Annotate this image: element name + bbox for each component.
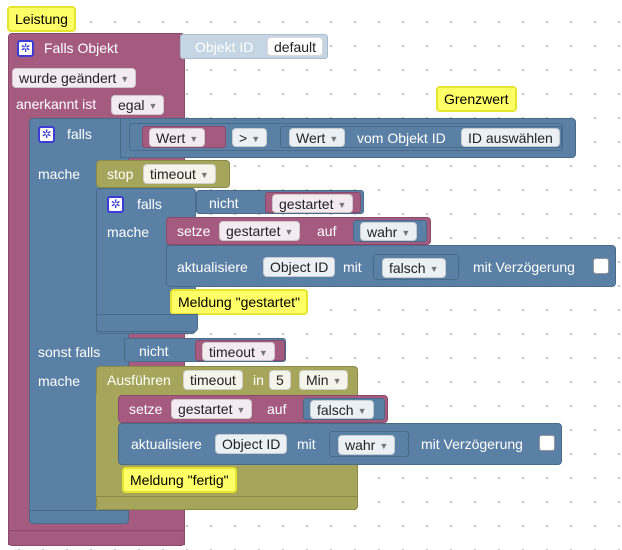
set-label: setze bbox=[177, 223, 211, 239]
run-bool-falsch-block[interactable]: falsch▼ bbox=[303, 398, 385, 420]
chevron-down-icon: ▼ bbox=[120, 74, 130, 84]
run-value-input[interactable]: 5 bbox=[269, 370, 291, 390]
chevron-down-icon: ▼ bbox=[401, 228, 411, 238]
select-id-button[interactable]: ID auswählen bbox=[461, 128, 560, 147]
inner-mache-label: mache bbox=[107, 224, 150, 240]
comment-leistung[interactable]: Leistung bbox=[7, 6, 76, 32]
run-in-label: in bbox=[253, 372, 264, 388]
run-update-block[interactable]: aktualisiere Object ID mit wahr▼ mit Ver… bbox=[118, 423, 562, 465]
chevron-down-icon: ▼ bbox=[284, 227, 294, 237]
wert-dropdown[interactable]: Wert▼ bbox=[289, 128, 346, 147]
compare-block[interactable]: Wert▼ >▼ Wert▼ vom Objekt ID ID auswähle… bbox=[129, 123, 563, 151]
set-var-dropdown[interactable]: gestartet▼ bbox=[219, 221, 301, 241]
update-label: aktualisiere bbox=[177, 259, 248, 275]
else-not-block[interactable]: nicht timeout▼ bbox=[124, 338, 286, 362]
update-block[interactable]: aktualisiere Object ID mit falsch▼ mit V… bbox=[166, 245, 616, 287]
run-bool-wahr-dropdown[interactable]: wahr▼ bbox=[338, 435, 396, 455]
chevron-down-icon: ▼ bbox=[258, 348, 268, 358]
run-set-label: setze bbox=[129, 401, 163, 417]
else-var-block[interactable]: timeout▼ bbox=[195, 340, 285, 361]
run-update-object-button[interactable]: Object ID bbox=[215, 434, 288, 454]
changed-dropdown[interactable]: wurde geändert▼ bbox=[12, 68, 137, 88]
delay-label: mit Verzögerung bbox=[473, 259, 575, 275]
stop-label: stop bbox=[107, 166, 134, 182]
run-timer-bottom bbox=[96, 496, 358, 510]
comment-meldung-fertig[interactable]: Meldung "fertig" bbox=[122, 467, 237, 493]
object-id-input[interactable]: Objekt ID default bbox=[180, 34, 328, 59]
mit-label: mit bbox=[343, 259, 362, 275]
chevron-down-icon: ▼ bbox=[429, 264, 439, 274]
chevron-down-icon: ▼ bbox=[332, 376, 342, 386]
else-not-label: nicht bbox=[139, 343, 169, 359]
run-label: Ausführen bbox=[107, 372, 171, 388]
auf-label: auf bbox=[317, 223, 337, 239]
run-mit-label: mit bbox=[297, 436, 316, 452]
chevron-down-icon: ▼ bbox=[189, 134, 199, 144]
var-wert-dropdown[interactable]: Wert▼ bbox=[149, 128, 206, 147]
var-wert-block[interactable]: Wert▼ bbox=[142, 126, 226, 148]
inner-if-bottom bbox=[96, 314, 198, 332]
else-var-dropdown[interactable]: timeout▼ bbox=[202, 342, 275, 361]
if-block-bottom bbox=[29, 510, 129, 524]
run-delay-label: mit Verzögerung bbox=[421, 436, 523, 452]
delay-checkbox[interactable] bbox=[593, 258, 609, 274]
bool-falsch-dropdown[interactable]: falsch▼ bbox=[382, 258, 446, 278]
inner-not-block[interactable]: nicht gestartet▼ bbox=[196, 190, 364, 214]
inner-not-label: nicht bbox=[209, 195, 239, 211]
if-condition-row[interactable]: Wert▼ >▼ Wert▼ vom Objekt ID ID auswähle… bbox=[120, 118, 576, 158]
inner-var-block[interactable]: gestartet▼ bbox=[265, 192, 361, 213]
run-bool-wahr-block[interactable]: wahr▼ bbox=[329, 431, 409, 457]
update-object-button[interactable]: Object ID bbox=[263, 257, 336, 277]
run-set-var-dropdown[interactable]: gestartet▼ bbox=[171, 399, 253, 419]
bool-wahr-dropdown[interactable]: wahr▼ bbox=[360, 222, 418, 241]
run-set-var-block[interactable]: setze gestartet▼ auf falsch▼ bbox=[118, 395, 388, 423]
run-update-label: aktualisiere bbox=[131, 436, 202, 452]
gear-icon[interactable]: ✲ bbox=[38, 126, 55, 143]
if-mache-label: mache bbox=[38, 166, 81, 182]
trigger-label: Falls Objekt bbox=[44, 40, 118, 56]
from-object-label: vom Objekt ID bbox=[357, 130, 446, 146]
chevron-down-icon: ▼ bbox=[357, 406, 367, 416]
chevron-down-icon: ▼ bbox=[379, 441, 389, 451]
run-timer-left-rail bbox=[96, 394, 118, 510]
object-id-value[interactable]: default bbox=[267, 37, 324, 56]
else-if-label: sonst falls bbox=[38, 344, 101, 360]
operator-dropdown[interactable]: >▼ bbox=[232, 128, 268, 147]
chevron-down-icon: ▼ bbox=[251, 134, 261, 144]
chevron-down-icon: ▼ bbox=[329, 134, 339, 144]
run-unit-dropdown[interactable]: Min▼ bbox=[299, 370, 349, 390]
set-var-block[interactable]: setze gestartet▼ auf wahr▼ bbox=[166, 217, 431, 245]
trigger-bottom bbox=[8, 530, 185, 546]
gear-icon[interactable]: ✲ bbox=[107, 196, 124, 213]
stop-timer-dropdown[interactable]: timeout▼ bbox=[143, 164, 216, 184]
chevron-down-icon: ▼ bbox=[199, 170, 209, 180]
inner-falls-label: falls bbox=[137, 196, 162, 212]
run-timer-dropdown[interactable]: timeout bbox=[183, 370, 243, 390]
run-bool-falsch-dropdown[interactable]: falsch▼ bbox=[310, 400, 374, 419]
chevron-down-icon: ▼ bbox=[236, 405, 246, 415]
if-falls-label: falls bbox=[67, 126, 92, 142]
stop-timer-block[interactable]: stop timeout▼ bbox=[96, 160, 230, 188]
comment-grenzwert[interactable]: Grenzwert bbox=[436, 86, 517, 112]
value-from-object-block[interactable]: Wert▼ vom Objekt ID ID auswählen bbox=[280, 126, 562, 148]
ack-dropdown[interactable]: egal▼ bbox=[111, 95, 165, 115]
chevron-down-icon: ▼ bbox=[148, 101, 158, 111]
bool-wahr-block[interactable]: wahr▼ bbox=[353, 220, 427, 242]
else-mache-label: mache bbox=[38, 373, 81, 389]
ack-label: anerkannt ist bbox=[16, 96, 97, 112]
comment-meldung-gestartet[interactable]: Meldung "gestartet" bbox=[170, 289, 309, 315]
inner-var-dropdown[interactable]: gestartet▼ bbox=[272, 194, 354, 213]
chevron-down-icon: ▼ bbox=[337, 200, 347, 210]
bool-falsch-block[interactable]: falsch▼ bbox=[373, 254, 459, 280]
run-auf-label: auf bbox=[267, 401, 287, 417]
gear-icon[interactable]: ✲ bbox=[17, 40, 34, 57]
object-id-label: Objekt ID bbox=[195, 39, 254, 55]
run-delay-checkbox[interactable] bbox=[539, 435, 555, 451]
